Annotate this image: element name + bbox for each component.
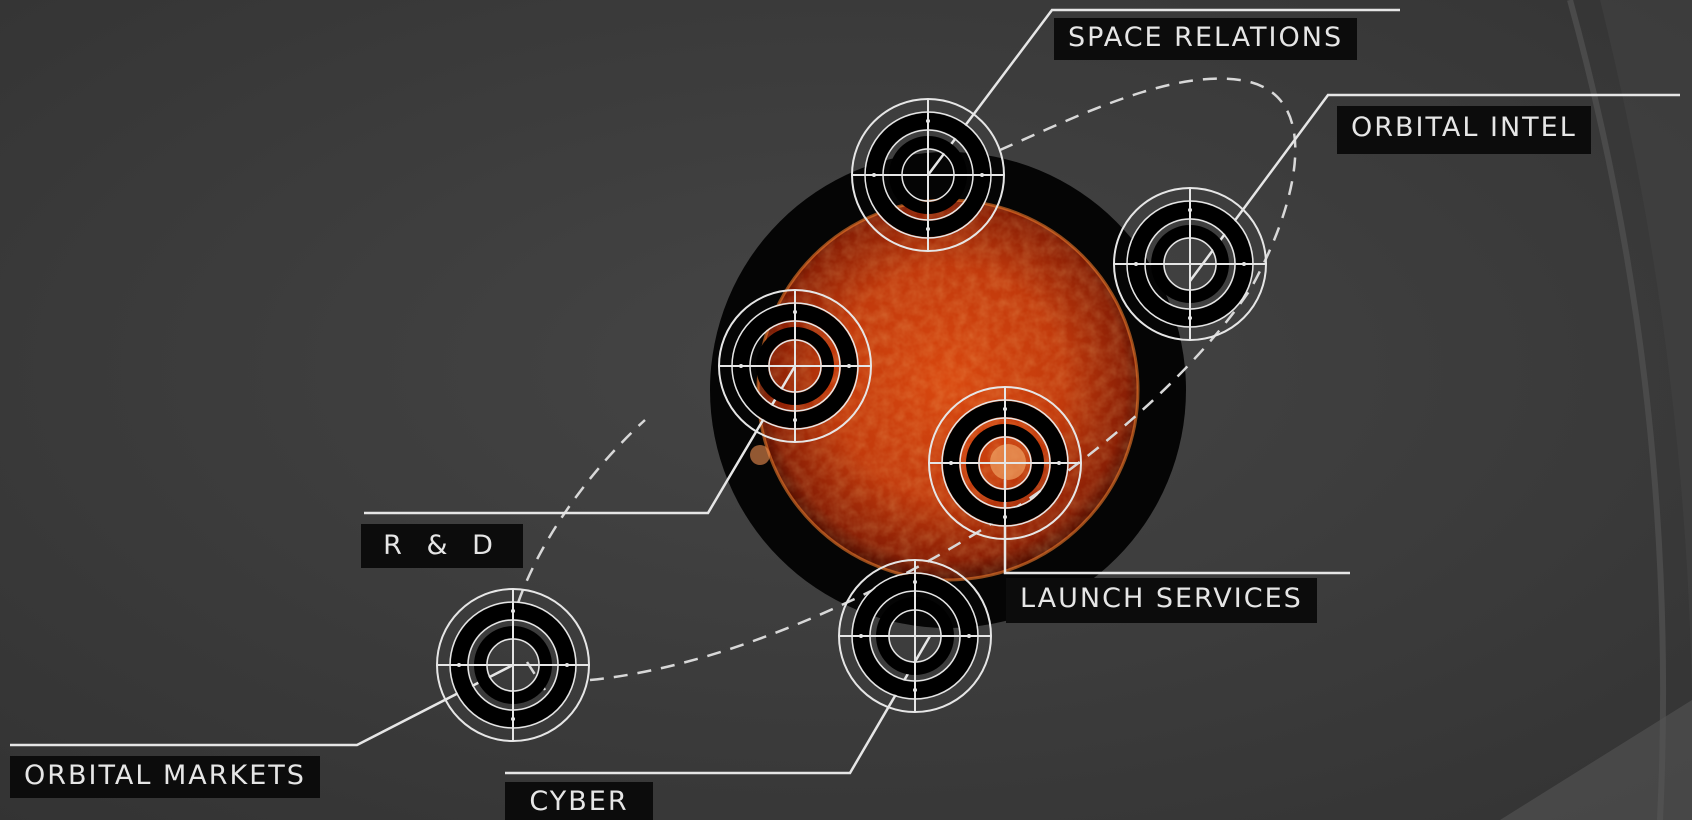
space-relations-label[interactable]: SPACE RELATIONS: [1054, 18, 1357, 60]
space-relations-target-icon[interactable]: [852, 99, 1004, 251]
r-and-d-target-icon[interactable]: [719, 290, 871, 442]
orbital-intel-target-icon[interactable]: [1114, 188, 1266, 340]
orbital-markets-target-icon[interactable]: [437, 589, 589, 741]
cyber-label[interactable]: CYBER: [505, 782, 653, 820]
orbital-intel-label[interactable]: ORBITAL INTEL: [1337, 106, 1591, 154]
launch-services-target-icon[interactable]: [929, 387, 1081, 539]
launch-services-label[interactable]: LAUNCH SERVICES: [1006, 578, 1317, 623]
orbital-markets-label[interactable]: ORBITAL MARKETS: [10, 756, 320, 798]
cyber-target-icon[interactable]: [839, 560, 991, 712]
r-and-d-label[interactable]: R & D: [361, 524, 523, 568]
